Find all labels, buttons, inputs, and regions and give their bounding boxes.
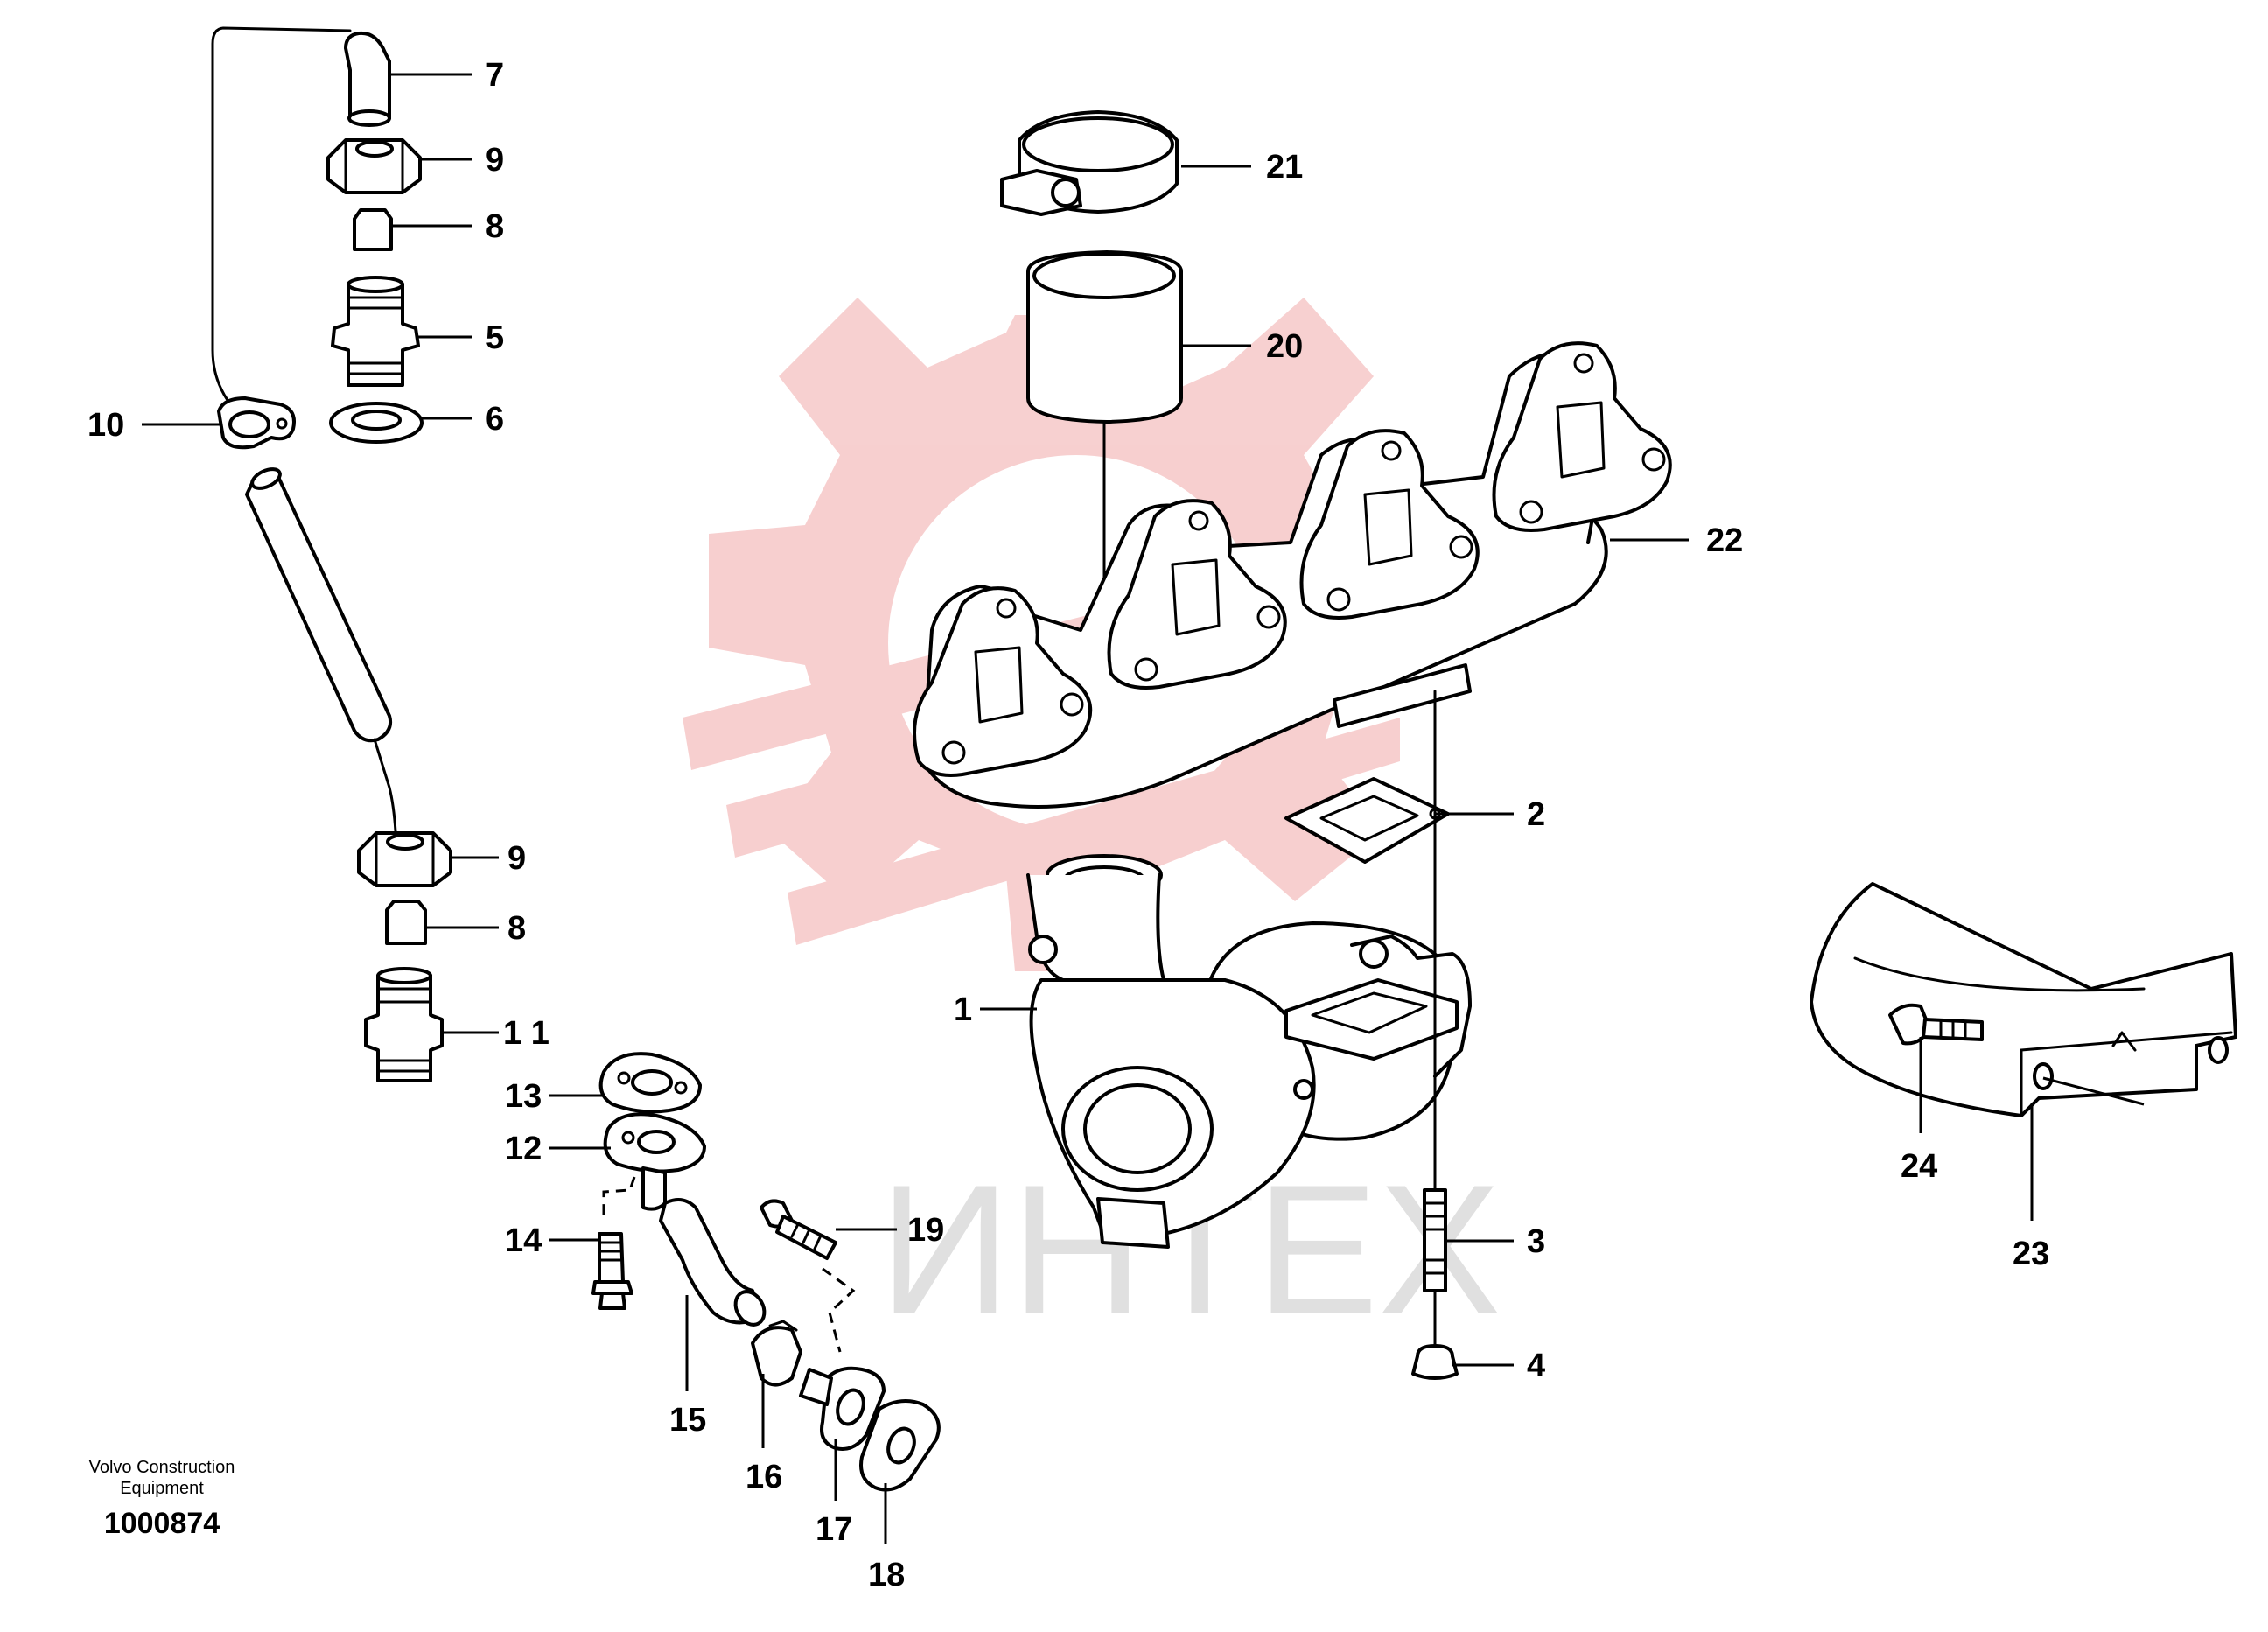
callout-8-upper: 8	[486, 208, 504, 245]
fuel-pipe-assembly	[211, 26, 452, 1082]
company-name-line2: Equipment	[120, 1479, 204, 1498]
intake-connection	[1000, 110, 1183, 654]
callout-17: 17	[816, 1511, 852, 1548]
callout-24: 24	[1900, 1148, 1937, 1185]
bolt-part-14	[598, 1232, 625, 1284]
stud-part-3	[1423, 1188, 1447, 1292]
callout-23: 23	[2012, 1236, 2049, 1272]
bracket-assembly	[1810, 882, 2237, 1117]
callout-19: 19	[907, 1212, 944, 1249]
fuel-pipe	[245, 471, 393, 743]
bracket-part-23	[1810, 882, 2237, 1117]
exhaust-manifold-part-22	[913, 341, 1672, 809]
stud-and-nut	[1411, 690, 1459, 1380]
callout-10: 10	[88, 407, 124, 444]
ferrule-part-8-lower	[385, 900, 427, 945]
footer-block: Volvo Construction Equipment 1000874	[89, 1458, 235, 1540]
callout-15: 15	[669, 1402, 706, 1439]
callout-2: 2	[1527, 796, 1545, 833]
company-name-line1: Volvo Construction	[89, 1458, 235, 1477]
hose-clamp-part-16	[751, 1326, 802, 1387]
ferrule-part-8-upper	[353, 208, 393, 251]
callout-3: 3	[1527, 1223, 1545, 1260]
nut-part-9-lower	[357, 831, 452, 887]
callout-18: 18	[868, 1557, 905, 1593]
hose-elbow-part-7	[344, 31, 391, 120]
guide-line-19	[822, 1267, 856, 1353]
callout-13: 13	[505, 1078, 542, 1115]
callout-8-lower: 8	[508, 910, 526, 947]
callout-16: 16	[746, 1459, 782, 1495]
adapter-fitting-part-11	[364, 974, 444, 1082]
leader-lines	[142, 73, 2145, 1544]
oil-return-assembly	[592, 1052, 941, 1492]
pipe-route-line	[211, 26, 352, 439]
callout-20: 20	[1266, 328, 1303, 365]
callout-6: 6	[486, 401, 504, 438]
callout-labels: 7 9 8 5 6 10 9 8 1 1 13 12 14 15 16 17 1…	[88, 57, 2049, 1593]
union-fitting-part-5	[331, 283, 420, 387]
callout-14: 14	[505, 1222, 542, 1259]
guide-line-14	[602, 1176, 636, 1216]
flange-nut-part-4	[1411, 1344, 1459, 1380]
callout-7: 7	[486, 57, 504, 94]
callout-9-lower: 9	[508, 840, 526, 877]
callout-11: 1 1	[503, 1015, 550, 1052]
callout-21: 21	[1266, 149, 1303, 186]
callout-5: 5	[486, 319, 504, 356]
callout-12: 12	[505, 1131, 542, 1167]
nut-part-9-upper	[326, 138, 422, 194]
callout-22: 22	[1706, 522, 1743, 559]
callout-4: 4	[1527, 1348, 1545, 1384]
callout-9-upper: 9	[486, 142, 504, 179]
drawing-number: 1000874	[104, 1507, 220, 1540]
callout-1: 1	[954, 991, 972, 1028]
turbocharger-part-1	[1026, 854, 1472, 1249]
